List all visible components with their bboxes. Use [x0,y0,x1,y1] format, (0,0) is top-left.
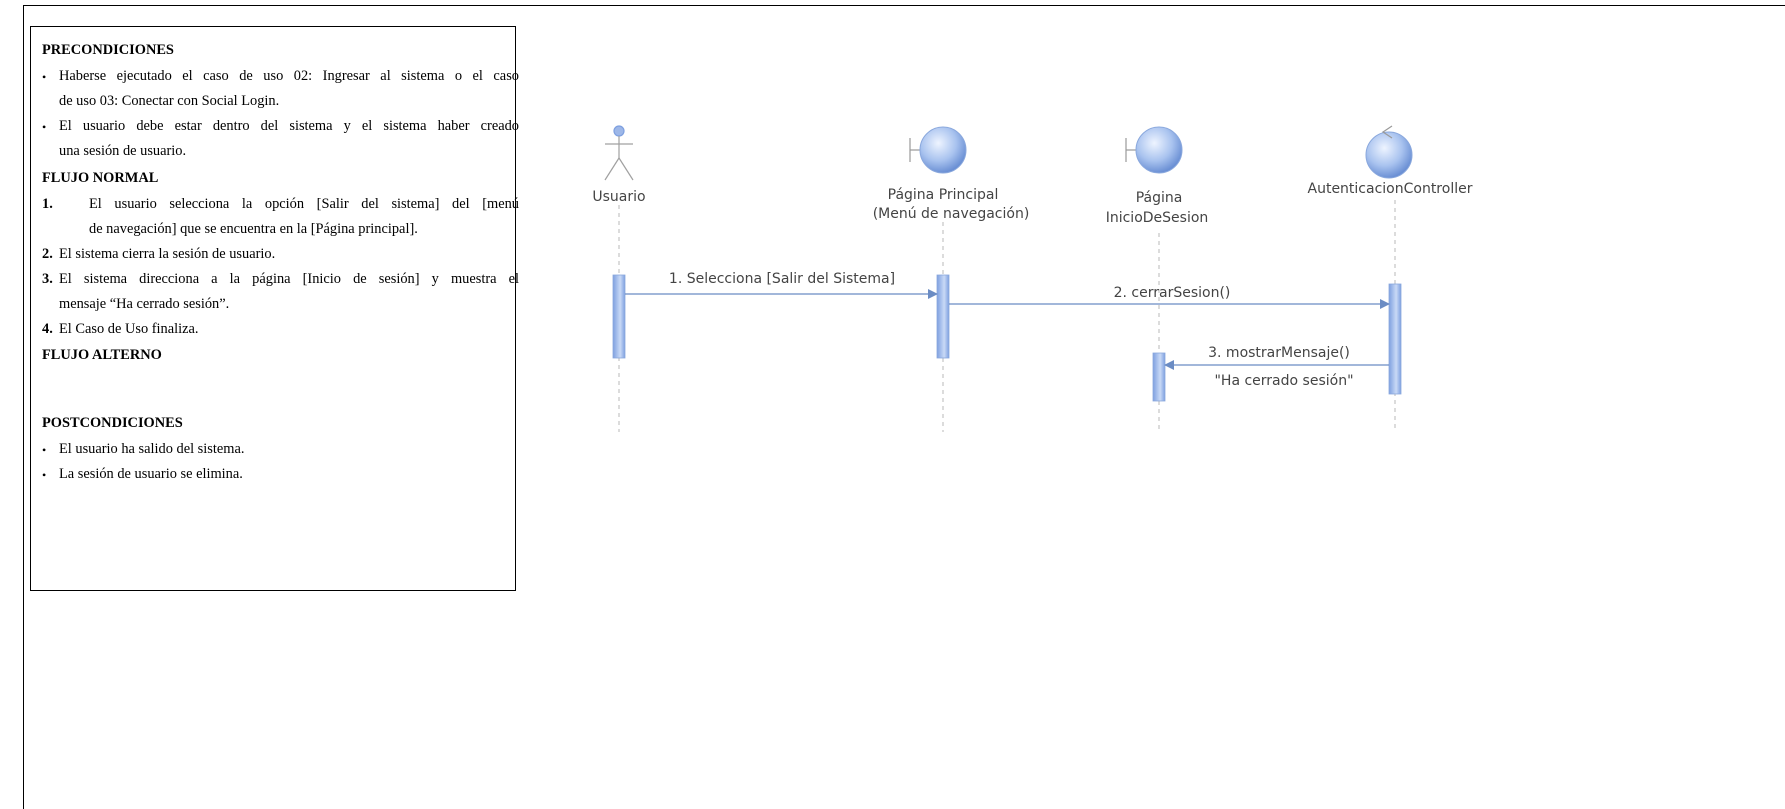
step-1-number: 1. [42,196,53,212]
step-3-number: 3. [42,271,53,287]
bullet-icon: • [42,468,47,482]
pagina-inicio-label-2: InicioDeSesion [1106,210,1209,226]
page-frame [23,5,1785,809]
activation-controller [1388,283,1402,395]
message-3-label: 3. mostrarMensaje() [1208,345,1350,361]
precondicion-2-line-2: una sesión de usuario. [59,143,187,159]
bullet-icon: • [42,443,47,457]
bullet-icon: • [42,70,47,84]
precondicion-1-line-1: Haberse ejecutado el caso de uso 02: Ing… [59,68,519,84]
activation-pagina-principal [936,274,950,359]
use-case-spec: PRECONDICIONES • Haberse ejecutado el ca… [30,26,519,591]
step-4-number: 4. [42,321,53,337]
flujo-alterno-title: FLUJO ALTERNO [42,347,162,363]
postcondicion-2: La sesión de usuario se elimina. [59,466,243,482]
step-3-line-2: mensaje “Ha cerrado sesión”. [59,296,230,312]
pagina-inicio-label-1: Página [1136,190,1183,206]
step-3-line-1: El sistema direcciona a la página [Inici… [59,271,519,287]
message-3-note: "Ha cerrado sesión" [1214,373,1353,389]
actor-icon [604,125,634,181]
message-2-label: 2. cerrarSesion() [1114,285,1231,301]
message-1-label: 1. Selecciona [Salir del Sistema] [669,271,895,287]
precondicion-2-line-1: El usuario debe estar dentro del sistema… [59,118,519,134]
actor-label: Usuario [592,189,645,205]
boundary-icon [909,126,967,174]
pagina-principal-label-2: (Menú de navegación) [873,206,1030,222]
step-2-line-1: El sistema cierra la sesión de usuario. [59,246,276,262]
activation-usuario [612,274,626,359]
precondicion-1-line-2: de uso 03: Conectar con Social Login. [59,93,280,109]
pagina-principal-label-1: Página Principal [888,187,999,203]
flujo-normal-title: FLUJO NORMAL [42,170,159,186]
control-icon [1365,125,1413,179]
boundary-icon [1125,126,1183,174]
step-1-line-2: de navegación] que se encuentra en la [P… [89,221,418,237]
controller-label: AutenticacionController [1308,181,1473,197]
step-2-number: 2. [42,246,53,262]
postcondicion-1: El usuario ha salido del sistema. [59,441,245,457]
bullet-icon: • [42,120,47,134]
step-4-line-1: El Caso de Uso finaliza. [59,321,199,337]
activation-pagina-inicio [1152,352,1166,402]
postcondiciones-title: POSTCONDICIONES [42,415,183,431]
step-1-line-1: El usuario selecciona la opción [Salir d… [89,196,519,212]
precondiciones-title: PRECONDICIONES [42,42,174,58]
